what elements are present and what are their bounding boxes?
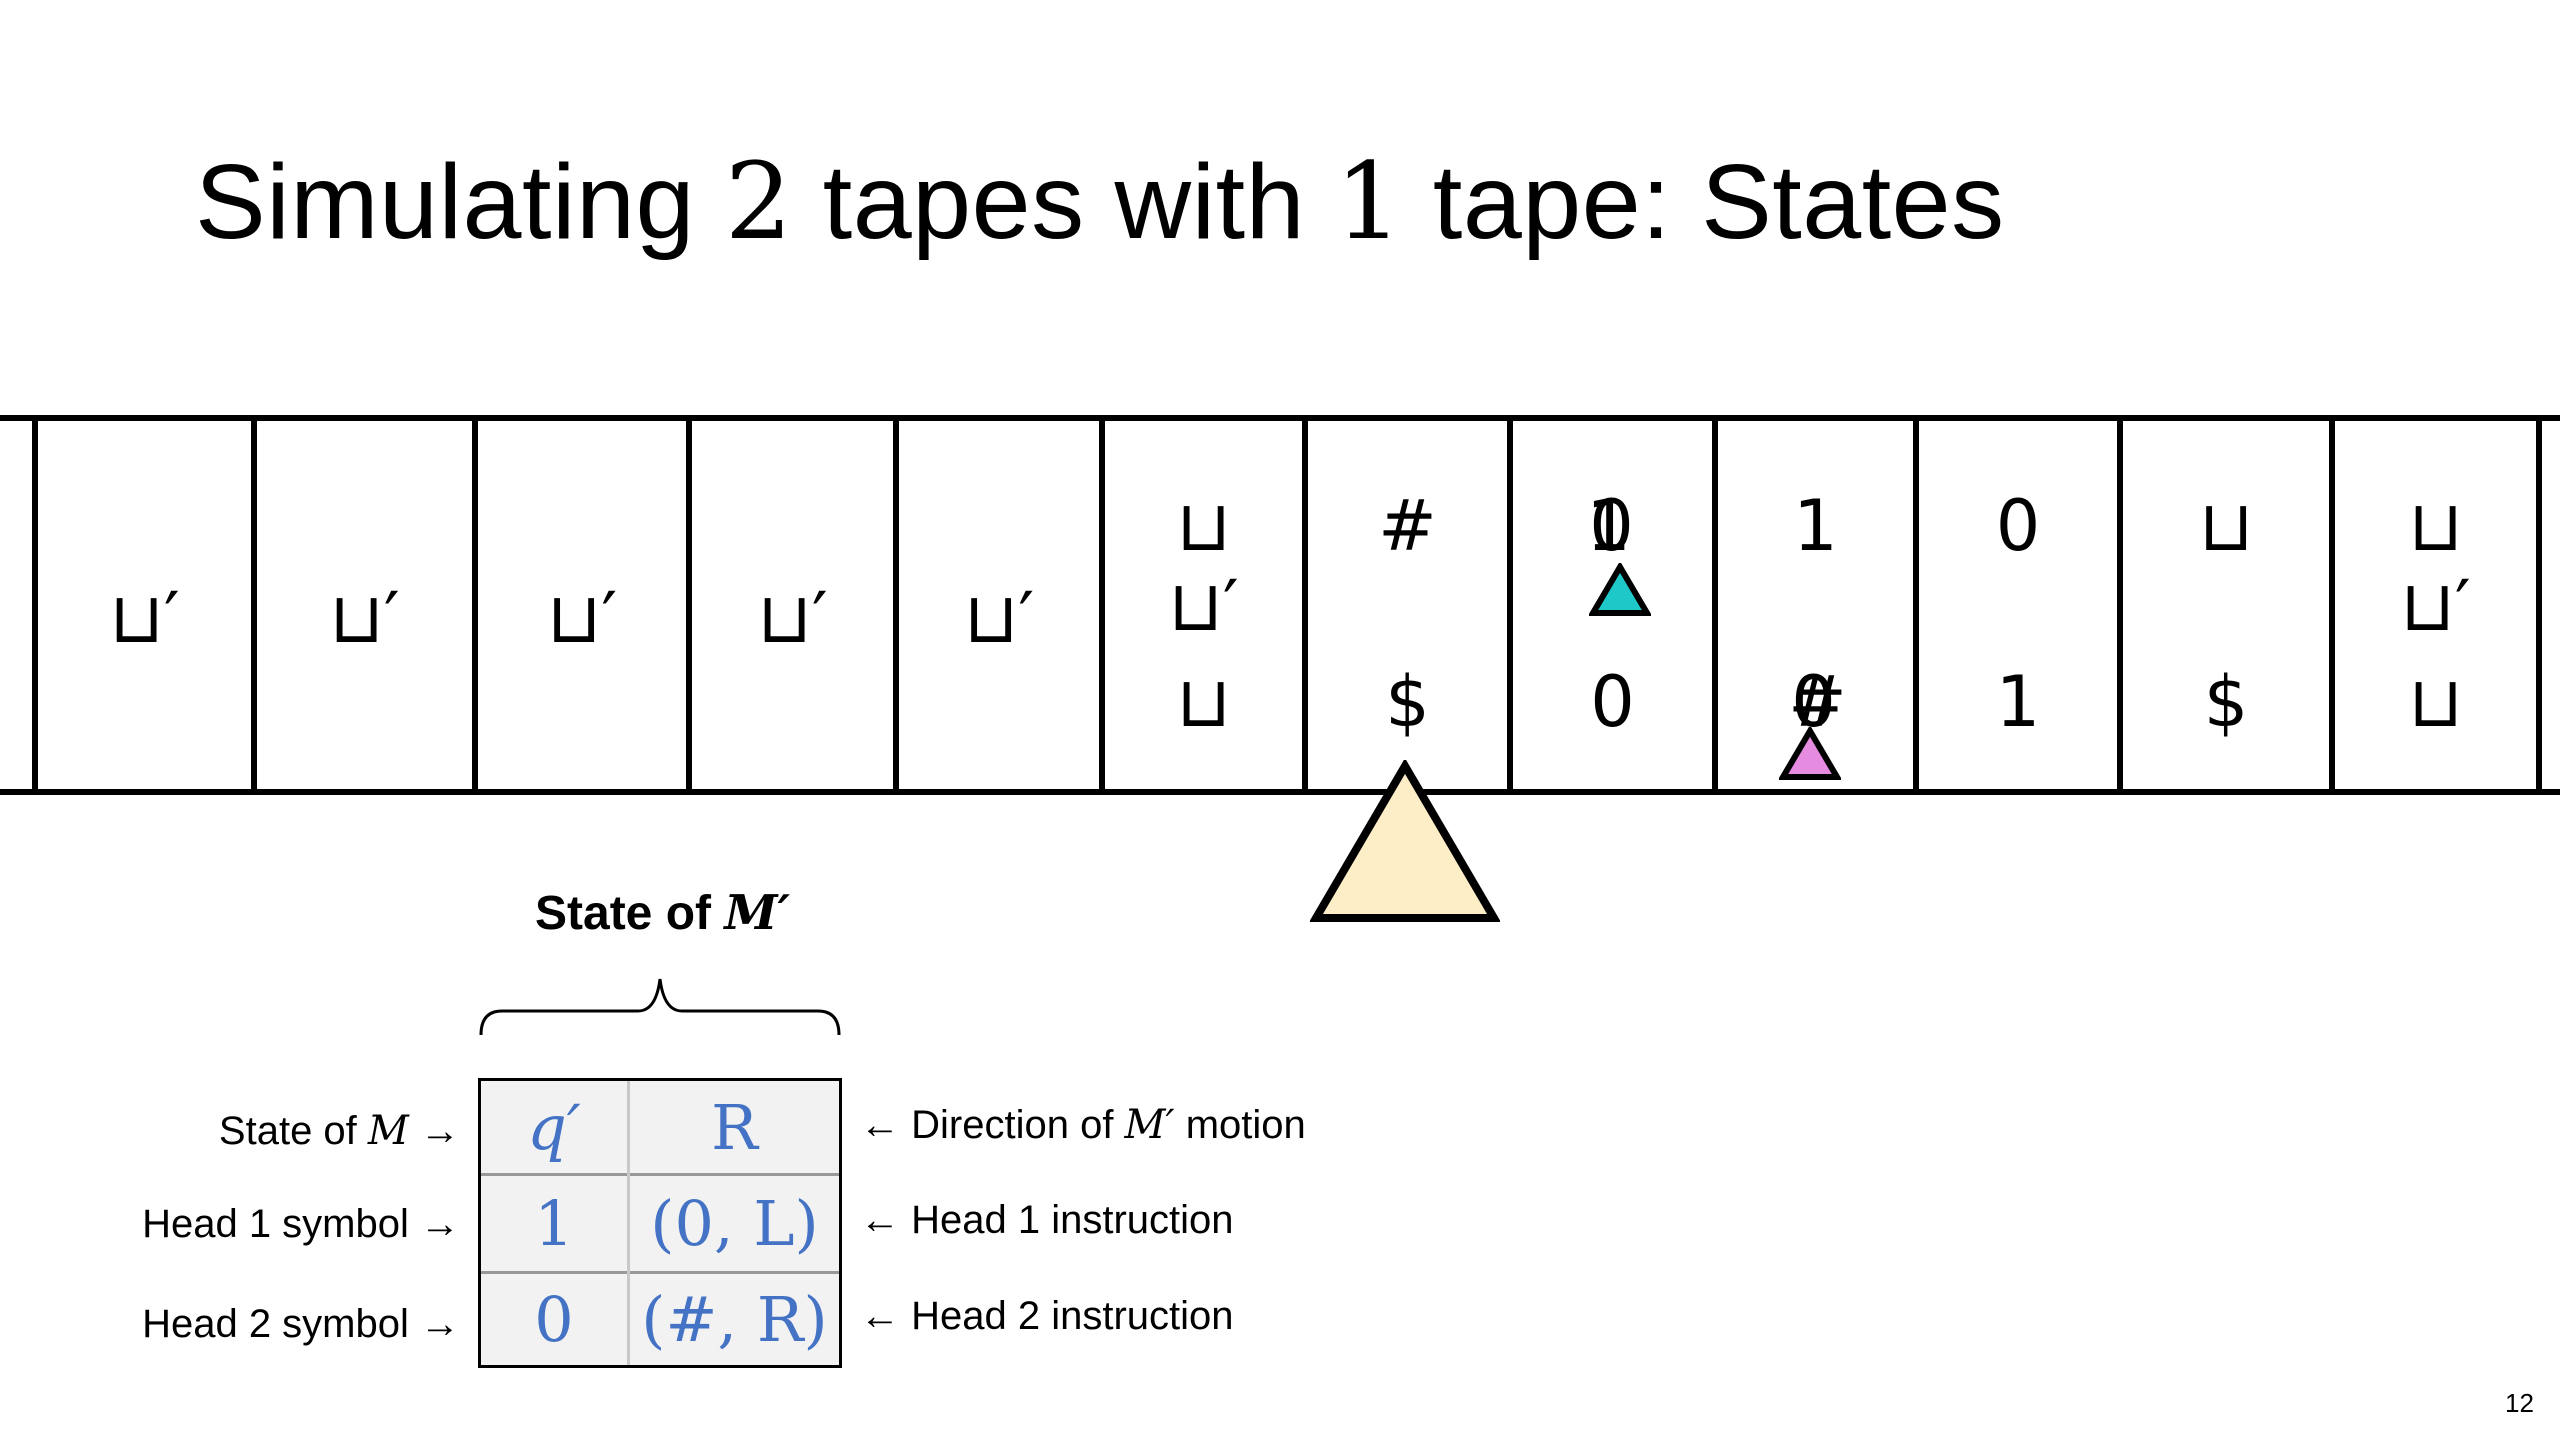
tape-cell: 1 0 0: [1513, 421, 1712, 789]
label-state-of-m: State of M →: [219, 1108, 460, 1154]
tape-divider: [1099, 415, 1105, 795]
cell-symbol-track2: 0: [1590, 661, 1635, 743]
cell-symbol: ⊔′: [109, 577, 180, 659]
label-text: Direction of: [911, 1103, 1125, 1147]
table-cell-head1-instruction: (0, L): [650, 1187, 819, 1260]
cell-symbol-track2: ⊔: [1176, 661, 1231, 743]
cell-symbol-track1: ⊔: [1176, 485, 1231, 567]
right-arrow-icon: →: [408, 1302, 460, 1346]
tape-divider: [893, 415, 899, 795]
head-1-marker-icon: [1589, 563, 1651, 616]
table-cell-head2-instruction: (#, R): [641, 1283, 828, 1356]
label-text: Head 1 instruction: [911, 1198, 1234, 1242]
cell-symbol-track2: ⊔: [2408, 661, 2463, 743]
tape-divider: [472, 415, 478, 795]
cell-symbol-track2: $: [1385, 661, 1430, 743]
label-head1-symbol: Head 1 symbol →: [142, 1202, 460, 1247]
table-row-divider: [481, 1271, 839, 1274]
right-arrow-icon: →: [408, 1109, 460, 1153]
tape: ⊔′ ⊔′ ⊔′ ⊔′ ⊔′ ⊔ ⊔′ ⊔ # $ 1 0 0 1 0 # 0 …: [0, 415, 2560, 795]
tape-divider: [2117, 415, 2123, 795]
cell-symbol-track2: $: [2203, 661, 2249, 743]
tape-cell: ⊔′: [257, 421, 472, 789]
left-arrow-icon: ←: [860, 1103, 912, 1147]
cell-symbol-track2-new: #: [1788, 661, 1847, 743]
right-arrow-icon: →: [408, 1202, 460, 1246]
cell-symbol-track1-new: 0: [1589, 485, 1634, 567]
curly-brace-icon: [479, 978, 841, 1036]
table-cell-head2-symbol: 0: [534, 1283, 574, 1356]
label-text: Head 1 symbol: [142, 1202, 409, 1246]
table-cell-state: q′: [527, 1090, 581, 1164]
cell-symbol-mid: ⊔′: [2400, 565, 2471, 647]
tape-top-edge: [0, 415, 2560, 421]
table-cell-direction: R: [711, 1090, 758, 1164]
label-head1-instruction: ← Head 1 instruction: [860, 1198, 1234, 1243]
label-text: Head 2 symbol: [142, 1302, 409, 1346]
cell-symbol: ⊔′: [546, 577, 618, 659]
tape-cell: 1 0 #: [1718, 421, 1913, 789]
table-col-divider: [627, 1081, 630, 1365]
slide-title: Simulating 2 tapes with 1 tape: States: [195, 140, 2005, 263]
label-direction-of-motion: ← Direction of M′ motion: [860, 1102, 1306, 1148]
title-part: tape: States: [1402, 143, 2005, 261]
tape-bottom-edge: [0, 789, 2560, 795]
label-var: M′: [1124, 1102, 1175, 1148]
tape-divider: [1302, 415, 1308, 795]
label-text: State of: [218, 1109, 368, 1153]
table-cell-head1-symbol: 1: [534, 1187, 574, 1260]
tape-cell: ⊔′: [692, 421, 893, 789]
table-row-divider: [481, 1173, 839, 1176]
title-part: tapes with: [792, 143, 1335, 261]
state-section-label: State of M′: [535, 885, 790, 941]
page-number: 12: [2505, 1388, 2534, 1418]
left-arrow-icon: ←: [860, 1294, 912, 1338]
cell-symbol-track1: 1: [1793, 485, 1838, 567]
tape-cell: ⊔ $: [2123, 421, 2329, 789]
tape-divider: [251, 415, 257, 795]
cell-symbol: ⊔′: [329, 577, 400, 659]
label-text: Head 2 instruction: [911, 1294, 1234, 1338]
tape-divider: [686, 415, 692, 795]
cell-symbol-mid: ⊔′: [1168, 565, 1239, 647]
cell-symbol-track1: ⊔: [2408, 485, 2463, 567]
tape-divider: [2329, 415, 2335, 795]
tape-cell: 0 1: [1919, 421, 2117, 789]
state-label-prefix: State of: [535, 887, 725, 940]
tape-cell: ⊔ ⊔′ ⊔: [2335, 421, 2536, 789]
tape-cell: ⊔ ⊔′ ⊔: [1105, 421, 1302, 789]
tape-divider: [1913, 415, 1919, 795]
tape-divider: [1507, 415, 1513, 795]
cell-symbol-track1: ⊔: [2198, 485, 2254, 567]
cell-symbol: ⊔′: [963, 577, 1035, 659]
title-number-2: 2: [724, 140, 793, 263]
tape-divider: [2536, 415, 2542, 795]
cell-symbol-track1: #: [1378, 485, 1437, 567]
state-table: q′ R 1 (0, L) 0 (#, R): [478, 1078, 842, 1368]
cell-symbol-track2-old: 0: [1791, 661, 1836, 743]
tape-cell: ⊔′: [478, 421, 686, 789]
head-2-marker-icon: [1779, 727, 1841, 780]
tape-cell: ⊔′: [899, 421, 1099, 789]
cell-symbol: ⊔′: [757, 577, 828, 659]
label-var: M: [367, 1108, 409, 1154]
tape-cell: # $: [1308, 421, 1507, 789]
tape-divider: [1712, 415, 1718, 795]
left-arrow-icon: ←: [860, 1198, 912, 1242]
machine-head-icon: [1310, 760, 1500, 922]
cell-symbol-track2: 1: [1995, 661, 2041, 743]
label-head2-symbol: Head 2 symbol →: [142, 1302, 460, 1347]
cell-symbol-track1-old: 1: [1586, 485, 1631, 567]
title-number-1: 1: [1334, 140, 1403, 263]
state-label-var: M′: [724, 885, 791, 941]
cell-symbol-track1: 0: [1995, 485, 2041, 567]
label-head2-instruction: ← Head 2 instruction: [860, 1294, 1234, 1339]
tape-cell: ⊔′: [38, 421, 251, 789]
label-text: motion: [1174, 1103, 1306, 1147]
tape-divider: [32, 415, 38, 795]
title-part: Simulating: [195, 143, 725, 261]
